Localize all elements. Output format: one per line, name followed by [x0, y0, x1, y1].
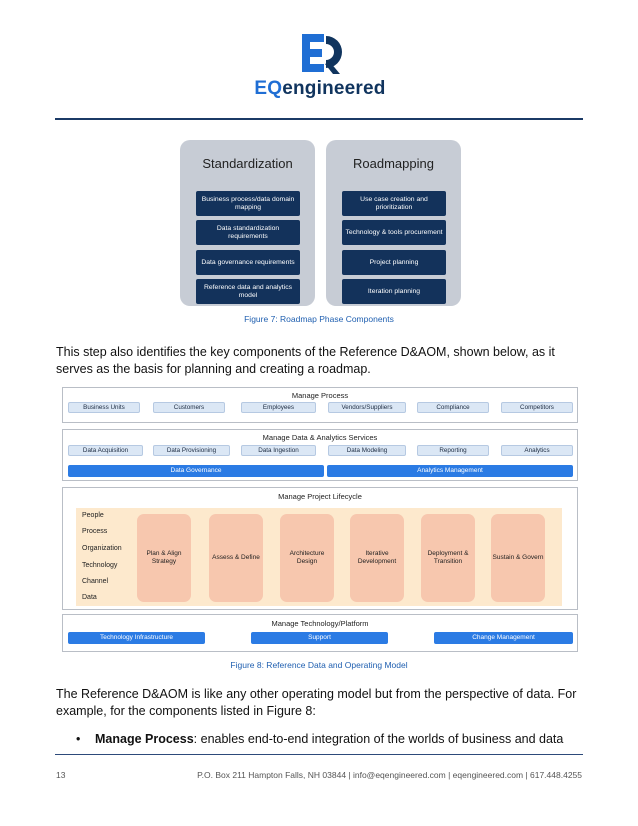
technology-item: Change Management: [434, 632, 573, 644]
body-paragraph: The Reference D&AOM is like any other op…: [56, 687, 577, 718]
lifecycle-label: People: [82, 512, 104, 519]
data-service-item: Data Ingestion: [241, 445, 316, 456]
company-logo: EQengineered: [250, 30, 390, 100]
lifecycle-stage: Iterative Development: [350, 514, 404, 602]
process-item: Vendors/Suppliers: [328, 402, 406, 413]
technology-item: Support: [251, 632, 388, 644]
data-service-item: Reporting: [417, 445, 489, 456]
lifecycle-stage: Plan & Align Strategy: [137, 514, 191, 602]
figure-8-caption: Figure 8: Reference Data and Operating M…: [230, 660, 408, 670]
lifecycle-stage: Assess & Define: [209, 514, 263, 602]
eq-logo-icon: [302, 34, 342, 74]
manage-data-section: Manage Data & Analytics Services Data Ac…: [62, 429, 578, 481]
process-item: Business Units: [68, 402, 140, 413]
lifecycle-label: Process: [82, 528, 108, 535]
phase-title: Standardization: [202, 156, 293, 171]
phase-item: Project planning: [342, 250, 446, 275]
lifecycle-label: Organization: [82, 545, 122, 552]
process-item: Customers: [153, 402, 225, 413]
manage-technology-section: Manage Technology/Platform Technology In…: [62, 614, 578, 652]
data-service-item: Data Acquisition: [68, 445, 143, 456]
data-service-item: Data Provisioning: [153, 445, 230, 456]
phase-item: Business process/data domain mapping: [196, 191, 300, 216]
phase-item: Use case creation and prioritization: [342, 191, 446, 216]
phase-roadmapping: Roadmapping Use case creation and priori…: [326, 140, 461, 306]
page-number: 13: [56, 770, 66, 780]
phase-item: Iteration planning: [342, 279, 446, 304]
lifecycle-label: Technology: [82, 562, 118, 569]
section-title: Manage Technology/Platform: [271, 619, 369, 628]
technology-item: Technology Infrastructure: [68, 632, 205, 644]
section-title: Manage Data & Analytics Services: [262, 433, 378, 442]
logo-wordmark: EQengineered: [250, 78, 390, 100]
logo-eq-text: EQ: [254, 78, 283, 99]
bullet-description: : enables end-to-end integration of the …: [193, 732, 564, 746]
process-item: Competitors: [501, 402, 573, 413]
logo-engineered-text: engineered: [282, 78, 386, 99]
manage-process-section: Manage Process Business Units Customers …: [62, 387, 578, 423]
phase-item: Data standardization requirements: [196, 220, 300, 245]
lifecycle-stage: Sustain & Govern: [491, 514, 545, 602]
figure-7-caption: Figure 7: Roadmap Phase Components: [244, 314, 394, 324]
process-item: Employees: [241, 402, 316, 413]
lifecycle-label: Data: [82, 594, 97, 601]
lifecycle-stage: Deployment & Transition: [421, 514, 475, 602]
phase-standardization: Standardization Business process/data do…: [180, 140, 315, 306]
process-item: Compliance: [417, 402, 489, 413]
lifecycle-label: Channel: [82, 578, 109, 585]
bullet-marker: •: [76, 732, 81, 746]
section-title: Manage Project Lifecycle: [278, 492, 362, 501]
lifecycle-stage: Architecture Design: [280, 514, 334, 602]
phase-item: Reference data and analytics model: [196, 279, 300, 304]
analytics-management-bar: Analytics Management: [327, 465, 573, 477]
phase-title: Roadmapping: [353, 156, 434, 171]
section-title: Manage Process: [291, 391, 349, 400]
phase-item: Technology & tools procurement: [342, 220, 446, 245]
body-paragraph: This step also identifies the key compon…: [56, 345, 555, 376]
header-divider: [55, 118, 583, 120]
phase-item: Data governance requirements: [196, 250, 300, 275]
footer-divider: [55, 754, 583, 755]
data-governance-bar: Data Governance: [68, 465, 324, 477]
footer-contact: P.O. Box 211 Hampton Falls, NH 03844 | i…: [197, 770, 582, 780]
bullet-item: Manage Process: enables end-to-end integ…: [95, 732, 585, 746]
data-service-item: Analytics: [501, 445, 573, 456]
manage-project-section: Manage Project Lifecycle People Process …: [62, 487, 578, 610]
bullet-bold-term: Manage Process: [95, 732, 194, 746]
data-service-item: Data Modeling: [328, 445, 406, 456]
